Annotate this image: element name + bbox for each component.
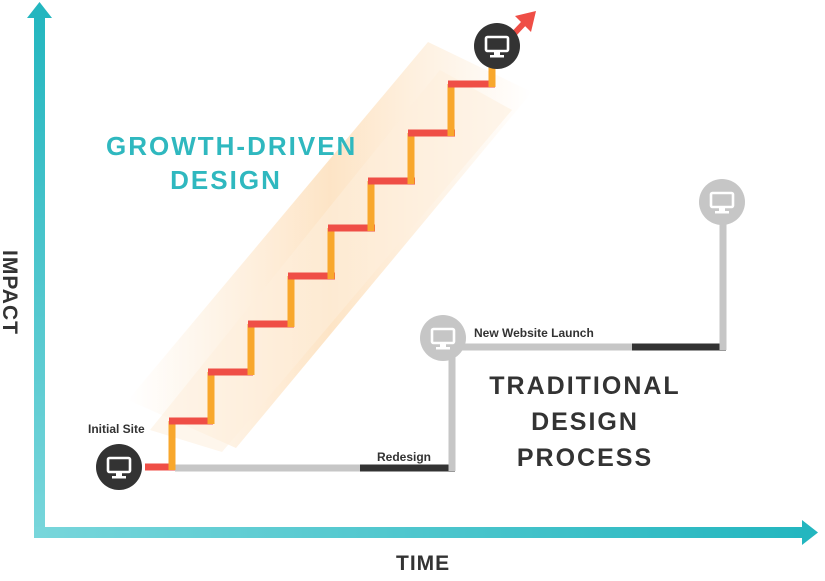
traditional-path bbox=[175, 215, 727, 472]
x-axis-title: TIME bbox=[396, 552, 451, 575]
initial-site-label: Initial Site bbox=[88, 422, 145, 436]
x-axis bbox=[34, 527, 809, 538]
traditional-title: TRADITIONAL DESIGN PROCESS bbox=[482, 368, 688, 476]
monitor-icon bbox=[420, 315, 466, 361]
x-axis-arrowhead bbox=[802, 520, 818, 545]
traditional-title-line2: DESIGN bbox=[531, 408, 639, 436]
growth-driven-title-line1: GROWTH-DRIVEN bbox=[106, 131, 358, 161]
y-axis-arrowhead bbox=[27, 2, 52, 18]
traditional-title-line1: TRADITIONAL bbox=[489, 372, 681, 400]
new-website-launch-label: New Website Launch bbox=[474, 326, 594, 340]
monitor-icon bbox=[699, 179, 745, 225]
growth-staircase bbox=[145, 66, 496, 471]
y-axis-title: IMPACT bbox=[0, 250, 21, 335]
traditional-title-line3: PROCESS bbox=[516, 444, 654, 472]
growth-driven-title-line2: DESIGN bbox=[170, 165, 282, 195]
monitor-icon bbox=[474, 23, 520, 69]
monitor-icon bbox=[96, 444, 142, 490]
growth-driven-title: GROWTH-DRIVEN DESIGN bbox=[106, 129, 358, 197]
y-axis bbox=[34, 10, 45, 537]
redesign-label: Redesign bbox=[377, 450, 432, 464]
